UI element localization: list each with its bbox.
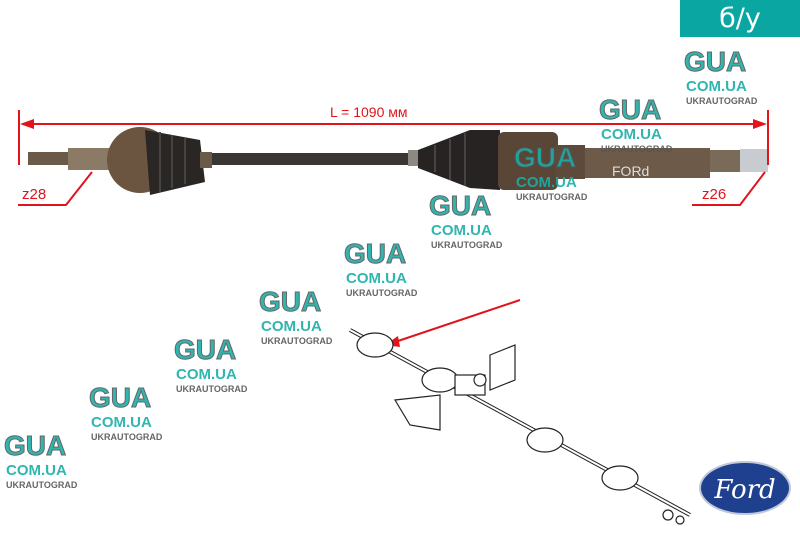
watermark-brand: GUA (174, 334, 236, 365)
part-marking: FORd (612, 163, 649, 179)
watermark-brand: GUA (344, 238, 406, 269)
watermark-domain: COM.UA (176, 366, 237, 383)
watermark-name: UKRAUTOGRAD (686, 96, 758, 106)
watermark-domain: COM.UA (346, 270, 407, 287)
watermark-brand: GUA (4, 430, 66, 461)
watermark-name: UKRAUTOGRAD (261, 336, 333, 346)
watermark-brand: GUA (89, 382, 151, 413)
watermark-brand: GUA (429, 190, 491, 221)
ford-logo: Ford (699, 461, 791, 515)
used-condition-badge: б/у (680, 0, 800, 37)
watermark-brand: GUA (259, 286, 321, 317)
watermark: GUACOM.UAUKRAUTOGRADGUACOM.UAUKRAUTOGRAD… (4, 46, 758, 491)
watermark-domain: COM.UA (261, 318, 322, 335)
watermark-brand: GUA (514, 142, 576, 173)
svg-text:Ford: Ford (713, 475, 775, 505)
assembly-diagram (349, 328, 691, 525)
watermark-domain: COM.UA (601, 126, 662, 143)
watermark-name: UKRAUTOGRAD (91, 432, 163, 442)
drive-shaft-photo: FORd (28, 127, 768, 195)
watermark-domain: COM.UA (431, 222, 492, 239)
watermark-name: UKRAUTOGRAD (516, 192, 588, 202)
watermark-name: UKRAUTOGRAD (6, 480, 78, 490)
watermark-domain: COM.UA (516, 174, 577, 191)
right-spline-count: z26 (702, 186, 727, 203)
watermark-name: UKRAUTOGRAD (601, 144, 673, 154)
watermark-name: UKRAUTOGRAD (346, 288, 418, 298)
left-spline-count: z28 (22, 186, 47, 203)
watermark-brand: GUA (599, 94, 661, 125)
length-label: L = 1090 мм (330, 104, 408, 120)
watermark-brand: GUA (684, 46, 746, 77)
watermark-domain: COM.UA (686, 78, 747, 95)
watermark-domain: COM.UA (91, 414, 152, 431)
watermark-name: UKRAUTOGRAD (431, 240, 503, 250)
watermark-name: UKRAUTOGRAD (176, 384, 248, 394)
watermark-domain: COM.UA (6, 462, 67, 479)
